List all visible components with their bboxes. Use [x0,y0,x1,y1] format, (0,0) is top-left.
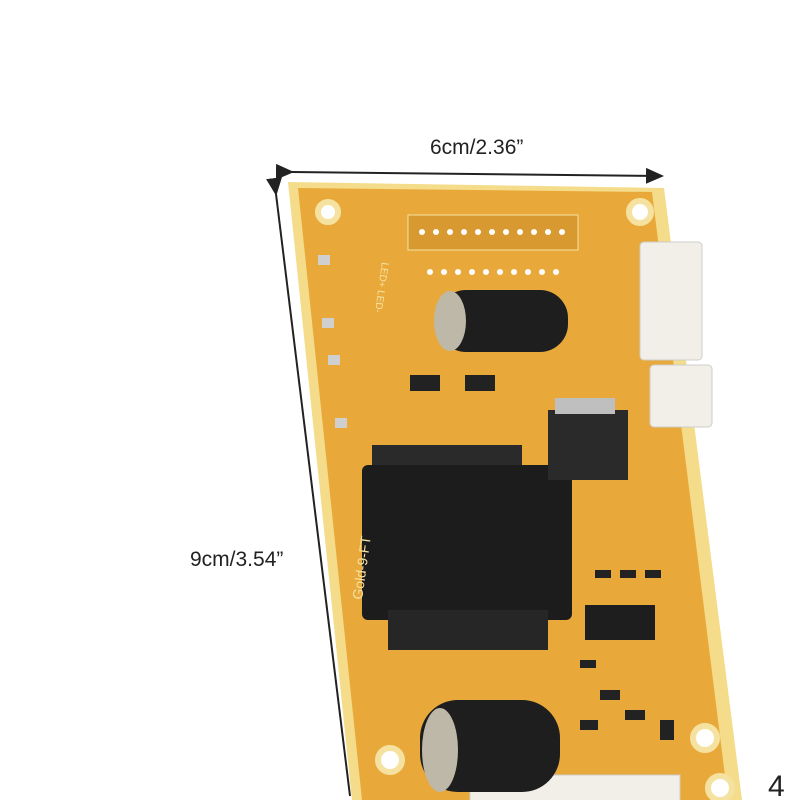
mount-holes [315,198,735,800]
ic-chip [585,605,655,640]
regulator-tab [555,398,615,414]
cut-off-label: 4 [768,770,785,803]
smd-components [410,375,674,740]
connector-white-small [649,364,713,428]
height-label: 9cm/3.54” [190,548,284,571]
edge-pads [318,255,347,428]
width-dimension-arrow [275,163,664,184]
pin-header [407,214,579,275]
voltage-regulator [548,410,628,480]
width-label: 6cm/2.36” [430,136,524,159]
capacitor-top [434,290,568,352]
connector-white-large [639,241,703,361]
transformer [362,445,572,650]
capacitor-bottom [420,700,560,792]
height-dimension-arrow [266,177,351,797]
